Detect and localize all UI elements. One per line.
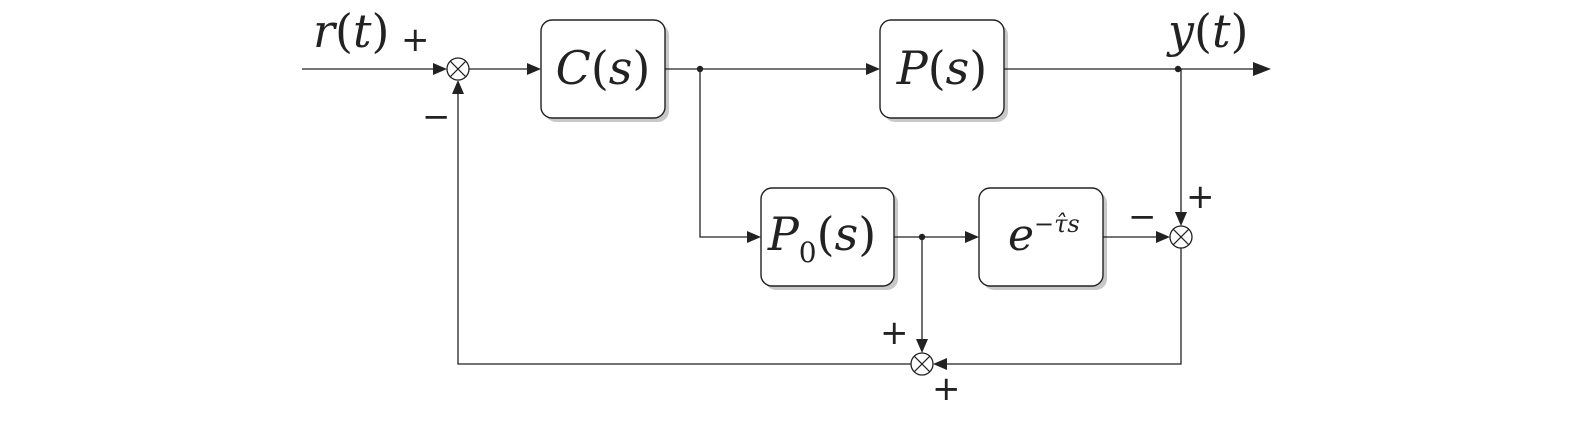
controller-block: C(s)	[540, 19, 669, 122]
input-signal-label: r(t)	[313, 4, 389, 58]
sign-sj2-plant: +	[1186, 177, 1215, 217]
plant-block: P(s)	[879, 19, 1008, 122]
output-signal-label: y(t)	[1166, 4, 1248, 58]
summing-junction-2	[1169, 225, 1193, 249]
svg-text:C(s): C(s)	[556, 41, 651, 95]
delay-base: e	[1008, 210, 1034, 261]
input-signal-name: r	[313, 4, 338, 58]
plant-arg: s	[946, 41, 970, 95]
controller-arg: s	[609, 41, 633, 95]
sign-sj1-input: +	[401, 20, 430, 60]
model-subscript: 0	[799, 236, 817, 269]
summing-junction-3	[910, 352, 934, 376]
sign-sj1-feedback: −	[422, 97, 451, 137]
output-signal-name: y	[1166, 4, 1195, 58]
model-name: P	[767, 207, 800, 261]
sign-sj2-delay: −	[1128, 197, 1157, 237]
sign-sj3-error: +	[932, 369, 961, 409]
summing-junction-1	[446, 57, 470, 81]
svg-text:P(s): P(s)	[896, 41, 987, 95]
controller-name: C	[556, 41, 591, 95]
delay-block: e −τ̂s	[978, 187, 1107, 290]
signal-wires	[302, 62, 1271, 370]
svg-text:P0(s): P0(s)	[767, 207, 876, 269]
delay-exponent: −τ̂s	[1034, 210, 1080, 238]
sign-sj3-model: +	[880, 313, 909, 353]
model-arg: s	[835, 207, 859, 261]
input-signal-arg: t	[353, 4, 372, 58]
output-signal-arg: t	[1212, 4, 1231, 58]
model-block: P0(s)	[760, 187, 898, 290]
plant-name: P	[896, 41, 929, 95]
